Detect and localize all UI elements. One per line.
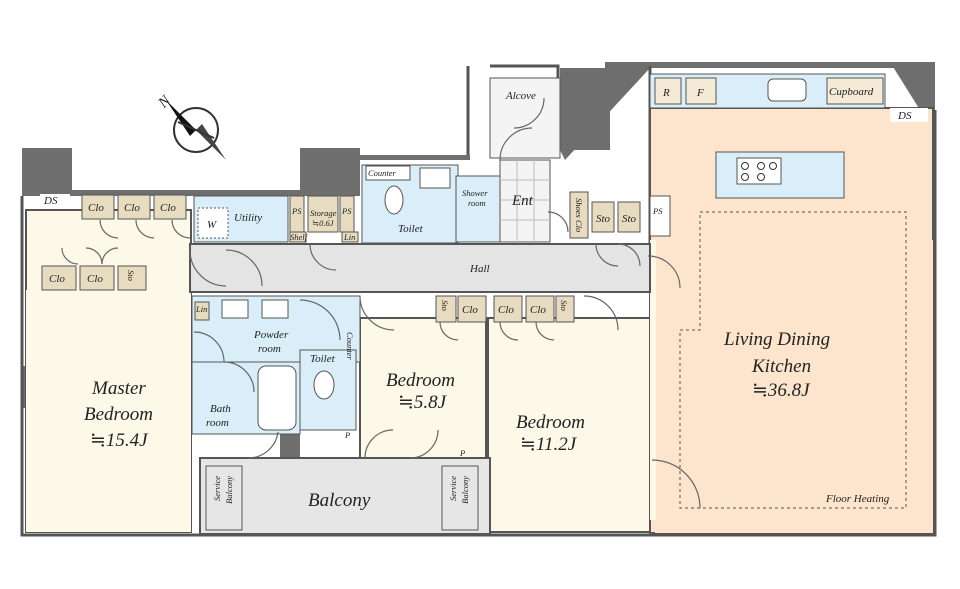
clo-label: Clo: [530, 304, 546, 316]
sto-label: Sto: [622, 213, 637, 225]
clo-label: Clo: [87, 273, 103, 285]
toilet-upper-bowl: [384, 185, 404, 215]
master-bedroom-line2: Bedroom: [84, 404, 153, 425]
storage-unit-line1: Storage: [310, 208, 337, 218]
ps-box: [649, 195, 671, 237]
hall-label: Hall: [469, 263, 490, 275]
pipe-label: P: [344, 430, 350, 440]
balcony-label: Balcony: [308, 490, 371, 511]
floor-heating-dash: [679, 211, 907, 509]
master-bedroom-lower: [26, 290, 191, 532]
alcove-label: Alcove: [505, 90, 536, 102]
sto-label: Sto: [440, 300, 450, 311]
shoe-clo-label: Shoes Clo: [574, 198, 584, 232]
counter-sink-box: [419, 167, 451, 189]
ds-box-left: [40, 194, 70, 206]
bedroom-large-side: [650, 240, 656, 520]
storage-unit-line2: ≒0.6J: [312, 218, 335, 228]
door-swings: [61, 97, 701, 509]
freezer-label: F: [696, 87, 704, 99]
ldk-area: ≒36.8J: [752, 380, 811, 401]
entrance-label: Ent: [511, 193, 534, 209]
lin-label: Lin: [343, 232, 355, 242]
utility-label: Utility: [234, 212, 262, 224]
service-balcony-left: [205, 465, 243, 531]
clo-label: Clo: [49, 273, 65, 285]
toilet-lower-label: Toilet: [310, 353, 336, 365]
counter-upper-label: Counter: [368, 168, 397, 178]
ds-label-right: DS: [897, 110, 912, 122]
pipe-label: P: [459, 448, 465, 458]
washer-label: W: [207, 219, 217, 231]
entrance-floor: [499, 159, 551, 243]
ps-label: PS: [291, 206, 302, 216]
toilet-lower-bowl: [313, 370, 335, 400]
vanity-sink-2: [261, 299, 289, 319]
alcove-floor: [489, 77, 561, 159]
service-balcony-right: [441, 465, 479, 531]
ds-label-left: DS: [43, 195, 58, 207]
bedroom-small-area: ≒5.8J: [398, 392, 448, 413]
service-balcony-left-line2: Balcony: [224, 476, 234, 504]
service-balcony-right-line1: Service: [448, 476, 458, 501]
ldk-line1: Living Dining: [723, 329, 830, 350]
clo-label: Clo: [462, 304, 478, 316]
compass-label: N: [155, 92, 175, 112]
bedroom-large-area: ≒11.2J: [520, 434, 578, 455]
powder-line2: room: [258, 343, 281, 355]
clo-label: Clo: [124, 202, 140, 214]
clo-label: Clo: [498, 304, 514, 316]
counter-lower-label: Counter: [345, 332, 355, 361]
counter-upper-box: [365, 165, 411, 181]
sto-label: Sto: [596, 213, 611, 225]
fridge-box: [654, 77, 682, 105]
shower-line2: room: [468, 198, 486, 208]
cupboard-label: Cupboard: [829, 86, 874, 98]
bedroom-small-floor: [359, 317, 487, 459]
hall-floor: [189, 243, 651, 293]
service-balcony-right-line2: Balcony: [460, 476, 470, 504]
compass-icon: [166, 100, 226, 160]
toilet-upper-label: Toilet: [398, 223, 424, 235]
ds-box-right: [890, 108, 928, 122]
shelf-label: Shelf: [290, 232, 309, 242]
washer-box: [197, 207, 229, 239]
ps-label: PS: [652, 206, 663, 216]
cupboard-box: [826, 77, 884, 105]
sto-label: Sto: [126, 270, 136, 281]
lin-label: Lin: [195, 304, 207, 314]
clo-label: Clo: [88, 202, 104, 214]
storage-boxes: [41, 191, 641, 323]
ldk-line2: Kitchen: [751, 356, 811, 377]
bedroom-large-floor: [487, 317, 651, 533]
floor-heating-label: Floor Heating: [825, 493, 890, 505]
fridge-label: R: [662, 87, 670, 99]
sto-label: Sto: [559, 300, 569, 311]
shower-line1: Shower: [462, 188, 488, 198]
master-bedroom-area: ≒15.4J: [90, 430, 149, 451]
shower-room: [455, 175, 501, 243]
bath-line2: room: [206, 417, 229, 429]
ps-label: PS: [341, 206, 352, 216]
entrance-tiles: [500, 160, 550, 242]
sink-icon: [767, 78, 807, 102]
bath-line1: Bath: [210, 403, 231, 415]
vanity-sink-1: [221, 299, 249, 319]
bathtub: [257, 365, 297, 431]
freezer-box: [685, 77, 717, 105]
clo-label: Clo: [160, 202, 176, 214]
bedroom-small-name: Bedroom: [386, 370, 455, 391]
bedroom-large-name: Bedroom: [516, 412, 585, 433]
master-bedroom-line1: Master: [91, 378, 146, 399]
powder-line1: Powder: [253, 329, 289, 341]
service-balcony-left-line1: Service: [212, 476, 222, 501]
ldk-lower: [655, 240, 933, 533]
